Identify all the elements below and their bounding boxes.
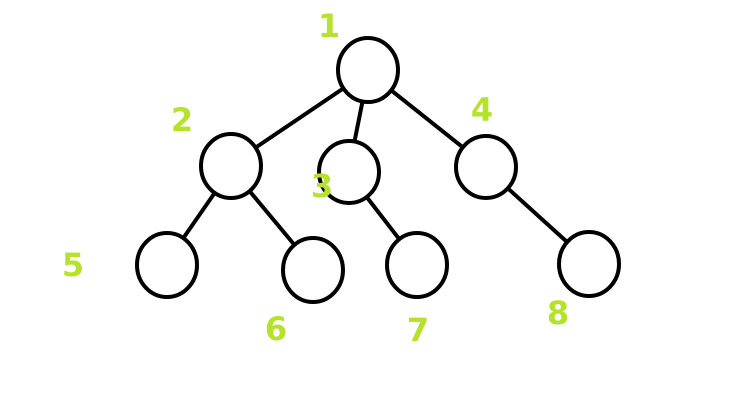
node-label-8: 8	[547, 294, 569, 332]
edge-4-8	[505, 186, 570, 245]
node-2	[199, 132, 263, 200]
node-7	[385, 231, 449, 299]
edge-1-4	[389, 88, 465, 150]
edge-1-2	[253, 86, 346, 150]
node-3	[317, 139, 381, 205]
node-label-6: 6	[265, 310, 287, 348]
node-label-1: 1	[318, 7, 340, 45]
edge-2-6	[247, 189, 297, 247]
node-label-2: 2	[171, 101, 193, 139]
node-5	[135, 231, 199, 299]
edge-3-7	[364, 195, 402, 242]
node-6	[281, 236, 345, 304]
node-8	[557, 230, 621, 298]
nodes-layer	[135, 36, 621, 304]
labels-layer: 1 2 3 4 5 6 7 8	[62, 7, 569, 349]
edge-1-3	[352, 99, 365, 144]
node-label-7: 7	[407, 311, 429, 349]
node-4	[454, 134, 518, 200]
node-label-5: 5	[62, 246, 84, 284]
edges-layer	[181, 86, 570, 247]
node-label-4: 4	[471, 91, 493, 129]
edge-2-5	[181, 190, 217, 241]
node-label-3: 3	[311, 167, 333, 205]
node-1	[336, 36, 400, 104]
